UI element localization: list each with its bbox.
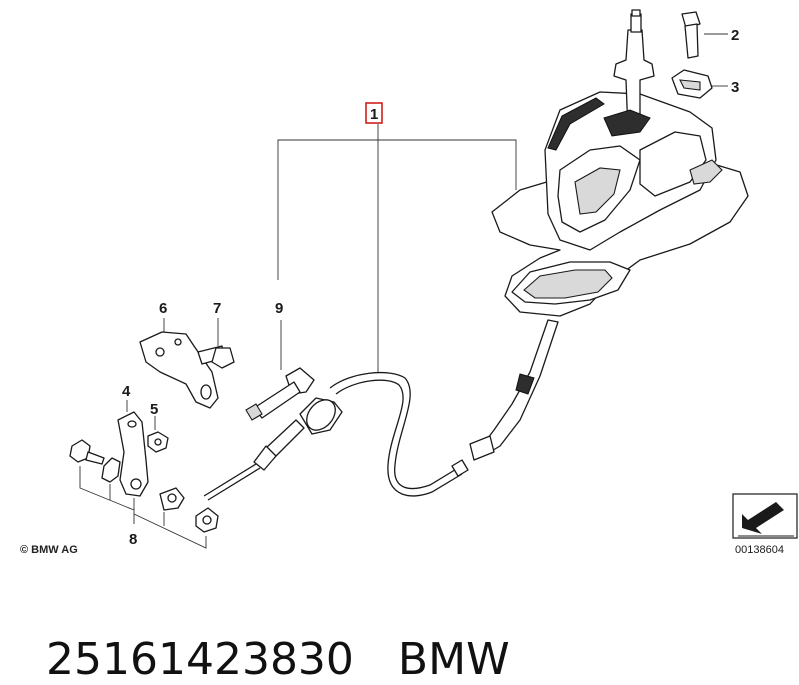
callout-8: 8 [129,531,137,548]
gear-selector-housing [469,9,749,461]
callout-9: 9 [275,300,283,317]
nut-item-5 [147,416,169,453]
callout-5: 5 [150,401,158,418]
callout-3: 3 [731,79,739,96]
lever-plate-item-4 [117,400,149,497]
callout-2: 2 [731,27,739,44]
callout-7: 7 [213,300,221,317]
image-number: 00138604 [735,544,784,556]
bolt-item-7 [197,318,235,369]
bracket-item-6 [139,318,219,409]
callout-1: 1 [370,106,378,123]
clip-nut-item-3 [671,69,728,99]
hardware-set-item-8 [69,439,219,549]
exploded-parts-diagram: 1 2 3 4 5 6 7 8 9 © BMW AG 00138604 [20,9,798,556]
callout-1-highlight-box [365,102,383,124]
callout-4: 4 [122,383,131,400]
part-number: 25161423830 [45,634,354,685]
bolt-item-9 [245,320,315,421]
selector-cable-item-1 [203,102,517,501]
brand-name: BMW [397,634,510,685]
vehicle-direction-arrow-icon [732,493,798,539]
bolt-item-2 [681,11,728,59]
callout-6: 6 [159,300,167,317]
copyright-notice: © BMW AG [20,544,78,556]
